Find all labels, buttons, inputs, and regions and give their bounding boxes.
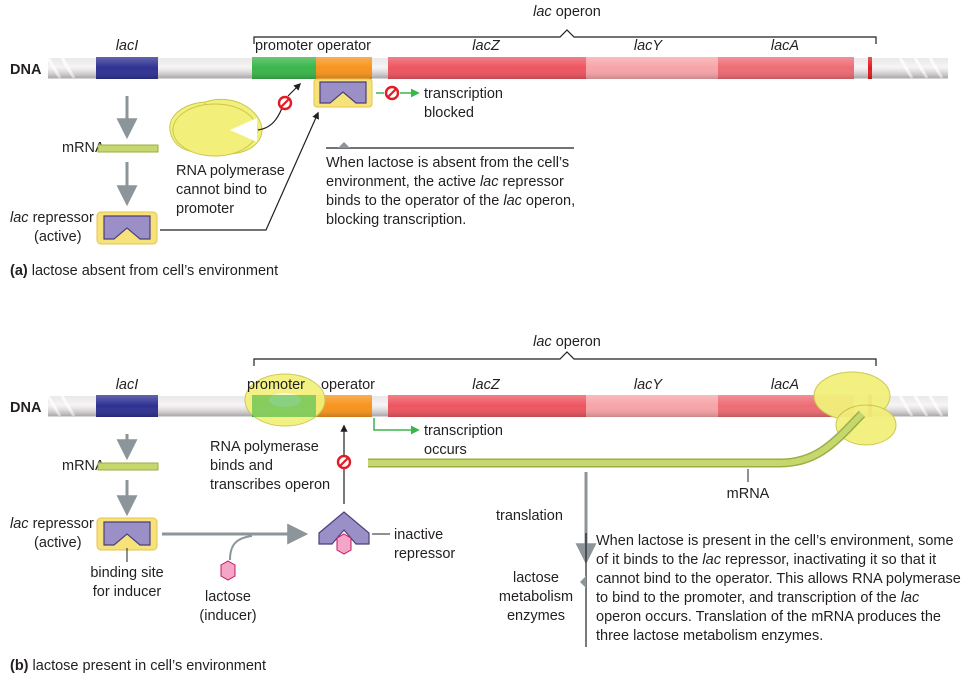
laci-label-b: lacI <box>116 377 139 393</box>
laca-label-a: lacA <box>771 38 799 54</box>
repressor-label-a: lac repressor(active) <box>10 210 94 245</box>
lactose-label: lactose(inducer) <box>199 589 256 624</box>
lactose-inducer-icon <box>220 560 236 581</box>
lacz-label-b: lacZ <box>472 377 501 393</box>
operon-bracket-a <box>253 29 877 44</box>
translation-label: translation <box>496 508 563 524</box>
blocked-icon-polymerase <box>277 95 293 111</box>
dna-label-a: DNA <box>10 62 42 78</box>
lac-repressor-icon-a <box>96 211 158 245</box>
repressor-bound-operator <box>313 78 373 108</box>
polymerase-pointer-a <box>257 107 283 131</box>
laca-label-b: lacA <box>771 377 799 393</box>
mrna-label-b: mRNA <box>62 458 105 474</box>
laci-label-a: lacI <box>116 38 139 54</box>
mrna-label-long: mRNA <box>727 486 770 502</box>
promoter-label-b: promoter <box>247 377 305 393</box>
lacz-label-a: lacZ <box>472 38 501 54</box>
mrna-label-a: mRNA <box>62 140 105 156</box>
caption-a: (a) lactose absent from cell’s environme… <box>10 263 278 279</box>
operon-bracket-b <box>253 351 877 366</box>
panel-b: lac operon DNA lacI promoter operator <box>10 334 948 674</box>
blocked-icon-b <box>336 454 352 470</box>
operator-label-b: operator <box>321 377 375 393</box>
operator-label-a: operator <box>317 38 371 54</box>
mrna-strip-a <box>97 144 159 153</box>
rna-polymerase-icon-a <box>169 98 263 157</box>
mrna-strip-b <box>97 462 159 471</box>
lacy-label-b: lacY <box>634 377 664 393</box>
repressor-label-b: lac repressor(active) <box>10 516 94 551</box>
lacy-label-a: lacY <box>634 38 664 54</box>
caption-b: (b) lactose present in cell’s environmen… <box>10 658 266 674</box>
dna-label-b: DNA <box>10 400 42 416</box>
dna-strand-b <box>46 395 948 417</box>
repressor-pointer-a <box>160 111 319 231</box>
lac-repressor-icon-b <box>96 517 158 551</box>
note-panel-b: When lactose is present in the cell’s en… <box>596 533 961 644</box>
operon-label-a: lac operon <box>533 4 601 20</box>
panel-a: lac operon DNA lacI promoter operator la… <box>10 4 948 279</box>
transcription-arrow-b <box>373 418 420 435</box>
operon-label-b: lac operon <box>533 334 601 350</box>
rna-polymerase-end-icon <box>813 371 897 446</box>
blocked-icon-a <box>384 85 400 101</box>
inactive-repressor-icon <box>318 511 370 555</box>
promoter-label-a: promoter <box>255 38 313 54</box>
dna-strand-a <box>46 57 948 79</box>
